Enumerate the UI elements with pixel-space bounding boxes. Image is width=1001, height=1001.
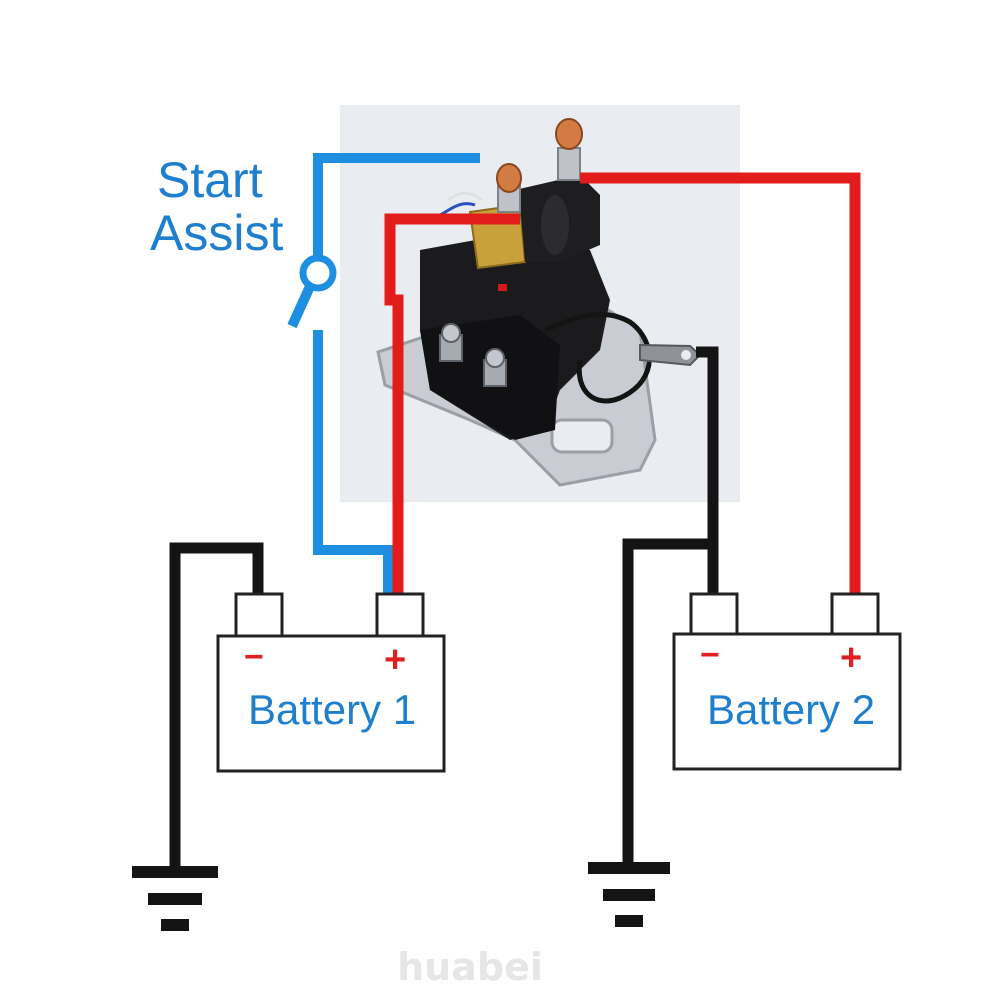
positive-wire-battery1 <box>384 213 520 597</box>
control-wire-upper <box>313 153 480 260</box>
battery-2-body <box>672 632 902 771</box>
battery-2-pos-symbol: + <box>840 637 862 679</box>
battery-1-body <box>216 634 446 773</box>
battery-2-label: Battery 2 <box>707 686 875 733</box>
switch-label-line1: Start <box>157 152 263 208</box>
battery-1: − + Battery 1 <box>216 592 446 773</box>
battery-1-neg-terminal <box>234 592 284 638</box>
ground-wire-battery1 <box>169 542 264 870</box>
screw-terminal-1-icon <box>439 323 463 362</box>
screw-terminal-2-icon <box>483 348 507 387</box>
ground-symbol-left-icon <box>132 866 218 931</box>
bracket-slot-icon <box>550 418 614 454</box>
battery-2-neg-terminal <box>689 592 739 636</box>
watermark: huabei <box>397 945 543 989</box>
battery-1-pos-symbol: + <box>384 639 406 681</box>
battery-2-pos-terminal <box>830 592 880 636</box>
ground-wires <box>169 346 719 870</box>
switch-icon <box>299 254 337 292</box>
battery-2-neg-symbol: − <box>700 636 720 674</box>
ground-wire-battery2 <box>622 538 713 868</box>
ring-terminal-icon <box>639 343 702 367</box>
relay-coil-wires-icon-2 <box>447 191 483 202</box>
positive-wires <box>384 172 861 597</box>
battery-2: − + Battery 2 <box>672 592 902 771</box>
relay-cap-highlight <box>541 195 569 255</box>
switch-label-group: Start Assist <box>150 152 283 261</box>
stud-left-icon <box>496 163 522 213</box>
switch-lever-icon <box>287 279 317 329</box>
positive-wire-battery2 <box>580 172 861 597</box>
ring-terminal-hole <box>681 350 691 360</box>
switch-label-line2: Assist <box>150 205 283 261</box>
ground-wire-relay <box>696 346 719 597</box>
control-wire-lower <box>313 330 393 597</box>
ground-symbol-right-icon <box>588 862 670 927</box>
stud-right-icon <box>555 118 583 181</box>
battery-1-neg-symbol: − <box>244 638 264 676</box>
battery-1-label: Battery 1 <box>248 686 416 733</box>
relay-led-icon <box>498 284 507 291</box>
relay-photo <box>340 105 740 502</box>
battery-1-pos-terminal <box>375 592 425 638</box>
control-wire <box>287 153 480 597</box>
